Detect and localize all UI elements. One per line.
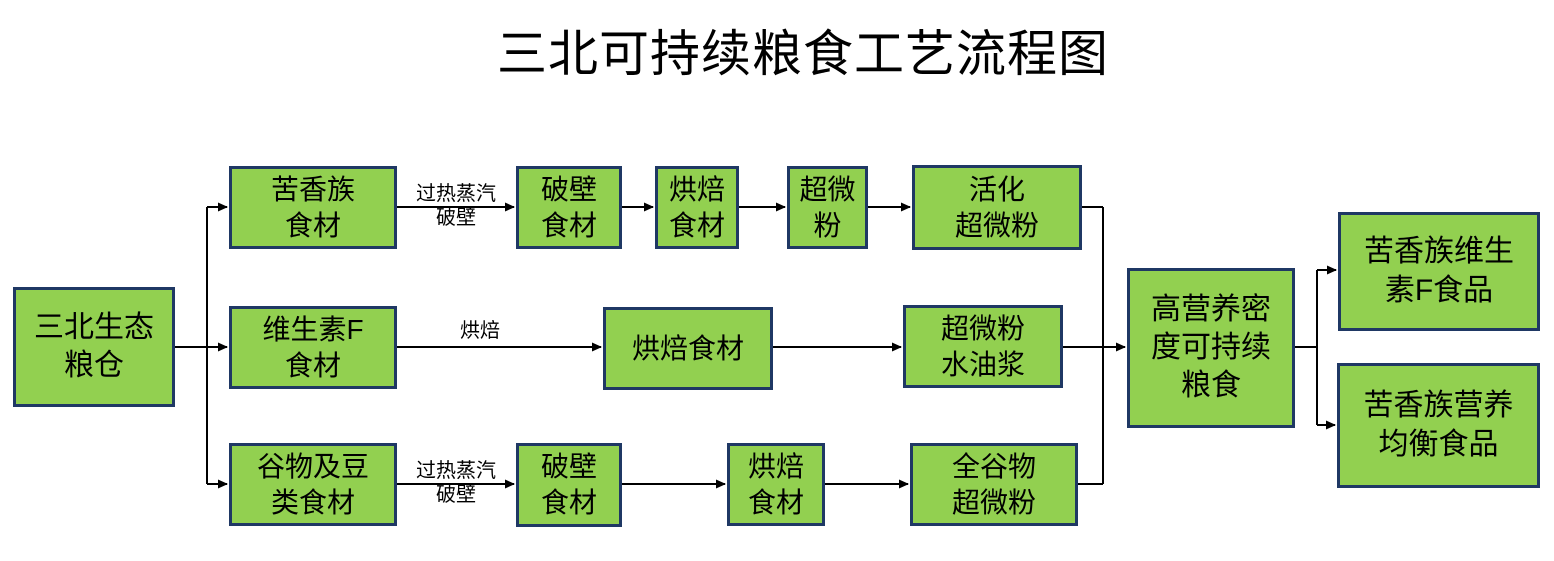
node-bitter-aroma-balanced-nutrition-food: 苦香族营养 均衡食品	[1337, 363, 1540, 488]
page-title: 三北可持续粮食工艺流程图	[497, 26, 1109, 82]
node-bitter-aroma-vitamin-f-food: 苦香族维生 素F食品	[1338, 212, 1540, 331]
node-baked-ingredients-middle: 烘焙食材	[603, 307, 773, 390]
node-wall-broken-ingredients-top: 破壁 食材	[516, 166, 622, 249]
edge-label-superheated-steam-top: 过热蒸汽 破壁	[416, 183, 496, 230]
node-high-nutrient-density-sustainable-grain: 高营养密 度可持续 粮食	[1127, 268, 1295, 428]
node-ultrafine-powder: 超微 粉	[787, 166, 868, 249]
node-ultrafine-powder-water-oil-slurry: 超微粉 水油浆	[903, 305, 1063, 388]
edge-label-superheated-steam-bottom: 过热蒸汽 破壁	[416, 460, 496, 507]
edge-source-fanout	[175, 202, 228, 489]
edge-label-baking-middle: 烘焙	[460, 320, 500, 342]
node-sanbei-eco-granary: 三北生态 粮仓	[13, 287, 175, 407]
node-baked-ingredients-bottom: 烘焙 食材	[727, 443, 825, 526]
node-vitamin-f-ingredients: 维生素F 食材	[229, 306, 397, 389]
node-activated-ultrafine-powder: 活化 超微粉	[912, 165, 1082, 250]
node-grain-and-bean-ingredients: 谷物及豆 类食材	[229, 443, 397, 526]
node-wall-broken-ingredients-bottom: 破壁 食材	[516, 443, 622, 527]
node-baked-ingredients-top: 烘焙 食材	[655, 166, 739, 249]
edge-hub-fanout	[1295, 265, 1337, 430]
node-whole-grain-ultrafine-powder: 全谷物 超微粉	[910, 443, 1078, 526]
node-bitter-aroma-ingredients: 苦香族 食材	[229, 166, 397, 249]
